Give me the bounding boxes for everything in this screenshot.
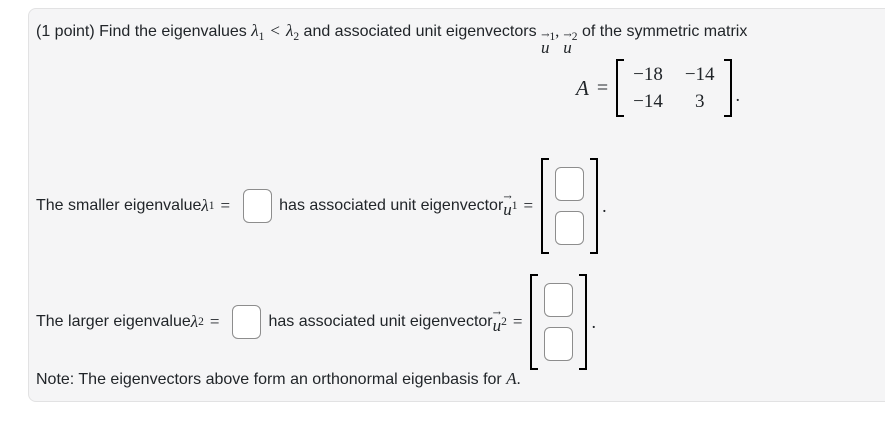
row-mid-text: has associated unit eigenvector: [279, 197, 504, 214]
u-1-subscript: 1: [549, 31, 556, 43]
row-intro: The larger eigenvalue: [36, 313, 191, 330]
lambda-symbol: λ: [251, 21, 259, 40]
matrix-entry-21: −14: [633, 91, 663, 112]
left-bracket-icon: [530, 274, 539, 370]
right-bracket-icon: [579, 274, 588, 370]
matrix-equation: A = −18 −14 −14 3 .: [576, 56, 740, 120]
eigenvector-u1-component-2-input[interactable]: [555, 211, 585, 245]
matrix-symbol-A: A: [576, 75, 589, 100]
vector-arrow-icon: →: [503, 192, 512, 203]
vector-arrow-icon: →: [492, 308, 502, 319]
matrix-brackets: −18 −14 −14 3: [616, 59, 732, 117]
equals-symbol: =: [512, 312, 523, 331]
period: .: [602, 195, 607, 216]
vector-arrow-icon: →: [541, 30, 550, 41]
u-2-subscript: 2: [571, 31, 578, 43]
lambda-symbol: λ: [285, 21, 294, 40]
statement-text-2: and associated unit eigenvectors: [299, 23, 542, 40]
left-bracket-icon: [616, 59, 625, 117]
period: .: [516, 371, 521, 388]
equals-symbol: =: [220, 196, 231, 215]
eigenvalue-lambda2-input[interactable]: [232, 305, 262, 339]
equals-symbol: =: [209, 312, 220, 331]
right-bracket-icon: [590, 158, 599, 254]
vector-u-symbol: →u: [541, 30, 550, 57]
eigenvector-u2-component-1-input[interactable]: [544, 283, 574, 317]
matrix-entries: −18 −14 −14 3: [624, 59, 723, 117]
lambda-1-subscript: 1: [258, 31, 265, 43]
eigenvector-u2-bracket-group: [530, 274, 588, 370]
note-line: Note: The eigenvectors above form an ort…: [36, 367, 521, 392]
matrix-symbol-A: A: [506, 369, 517, 388]
eigenvector-u1-component-1-input[interactable]: [555, 167, 585, 201]
matrix-entry-11: −18: [633, 64, 663, 85]
vector-u-symbol: →u: [503, 192, 512, 219]
less-than-symbol: <: [270, 21, 280, 40]
eigenvector-u1-inputs: [549, 158, 590, 254]
problem-statement: (1 point) Find the eigenvalues λ1<λ2 and…: [36, 19, 747, 56]
lambda-symbol: λ: [190, 312, 199, 331]
note-text: Note: The eigenvectors above form an ort…: [36, 371, 507, 388]
matrix-entry-22: 3: [694, 91, 705, 112]
period: .: [591, 311, 596, 332]
lambda-2-subscript: 2: [293, 31, 300, 43]
statement-text-1: (1 point) Find the eigenvalues: [36, 23, 252, 40]
vector-arrow-icon: →: [563, 30, 572, 41]
eigenvector-u1-bracket-group: [541, 158, 599, 254]
equals-symbol: =: [523, 196, 534, 215]
comma: ,: [555, 23, 564, 40]
vector-u-symbol: →u: [492, 308, 502, 335]
lambda-symbol: λ: [201, 196, 209, 215]
vector-u-symbol: →u: [563, 30, 572, 57]
right-bracket-icon: [723, 59, 732, 117]
problem-panel: [28, 8, 885, 402]
eigenvalue-lambda1-input[interactable]: [243, 189, 273, 223]
eigenvector-u2-component-2-input[interactable]: [544, 327, 574, 361]
equals-symbol: =: [596, 76, 609, 99]
left-bracket-icon: [541, 158, 550, 254]
period: .: [735, 85, 741, 105]
row-intro: The smaller eigenvalue: [36, 197, 202, 214]
row-mid-text: has associated unit eigenvector: [268, 313, 493, 330]
eigenvector-u2-inputs: [538, 274, 579, 370]
matrix-entry-12: −14: [684, 64, 715, 85]
statement-text-3: of the symmetric matrix: [577, 23, 748, 40]
